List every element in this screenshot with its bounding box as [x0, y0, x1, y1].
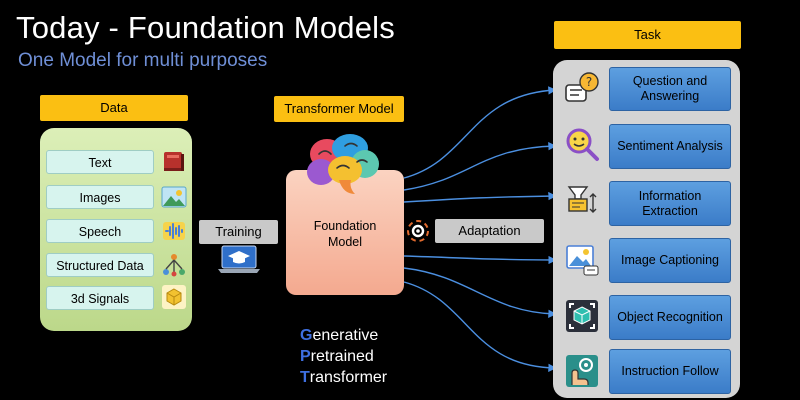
gpt-rest-transformer: ransformer [309, 369, 388, 386]
arrow-to-sentiment-analysis [403, 141, 557, 191]
gpt-line-generative: Generative [300, 326, 378, 346]
task-header: Task [554, 21, 741, 49]
data-item-speech: Speech [46, 219, 154, 243]
object-frame-icon [563, 297, 601, 335]
speech-wave-icon [160, 218, 188, 244]
gpt-initial-t: T [300, 369, 310, 386]
training-label: Training [199, 220, 278, 244]
brain-icon [305, 132, 381, 198]
task-image-captioning: Image Captioning [609, 238, 731, 283]
svg-text:?: ? [586, 75, 592, 89]
data-item-images: Images [46, 185, 154, 209]
arrow-to-instruction-follow [403, 281, 557, 373]
laptop-graduation-icon [216, 245, 262, 275]
transformer-header: Transformer Model [274, 96, 404, 122]
gpt-initial-p: P [300, 348, 311, 365]
gpt-line-transformer: Transformer [300, 368, 387, 388]
hand-gear-icon [563, 352, 601, 390]
picture-icon [160, 184, 188, 210]
task-instruction-follow: Instruction Follow [609, 349, 731, 394]
funnel-extract-icon [563, 183, 601, 221]
arrow-to-image-captioning [403, 255, 557, 265]
data-header: Data [40, 95, 188, 121]
page-title: Today - Foundation Models [16, 10, 395, 45]
gpt-initial-g: G [300, 327, 313, 344]
foundation-model-label: Foundation Model [286, 218, 404, 250]
task-label-line2: Answering [640, 89, 700, 103]
cube-icon [160, 284, 188, 310]
task-label-line1: Information [638, 188, 702, 203]
gpt-rest-pretrained: retrained [310, 348, 374, 365]
data-item-structured-data: Structured Data [46, 253, 154, 277]
task-label: Sentiment Analysis [617, 139, 723, 153]
adaptation-label: Adaptation [435, 219, 544, 243]
gpt-line-pretrained: Pretrained [300, 347, 374, 367]
task-object-recognition: Object Recognition [609, 295, 731, 340]
chart-icon [160, 252, 188, 278]
task-label: Object Recognition [617, 310, 723, 324]
task-label: Image Captioning [621, 253, 719, 267]
foundation-line-2: Model [327, 235, 363, 249]
gear-cycle-icon [405, 218, 431, 244]
arrow-to-question-answering [403, 86, 557, 179]
question-chat-icon: ? [563, 70, 601, 108]
page-subtitle: One Model for multi purposes [18, 50, 268, 71]
data-item-text: Text [46, 150, 154, 174]
book-icon [160, 148, 188, 174]
foundation-line-1: Foundation [313, 219, 377, 233]
task-label-line1: Question and [632, 74, 708, 88]
image-caption-icon [563, 241, 601, 279]
task-label: Instruction Follow [621, 364, 719, 378]
arrow-to-object-recognition [403, 267, 557, 318]
smiley-magnifier-icon [563, 125, 601, 163]
arrow-to-information-extraction [403, 191, 557, 203]
task-sentiment-analysis: Sentiment Analysis [609, 124, 731, 169]
task-panel [553, 60, 740, 398]
data-item-3d-signals: 3d Signals [46, 286, 154, 310]
gpt-rest-generative: enerative [312, 327, 379, 344]
task-label-line2: Extraction [642, 203, 698, 218]
foundation-model-box [286, 170, 404, 295]
